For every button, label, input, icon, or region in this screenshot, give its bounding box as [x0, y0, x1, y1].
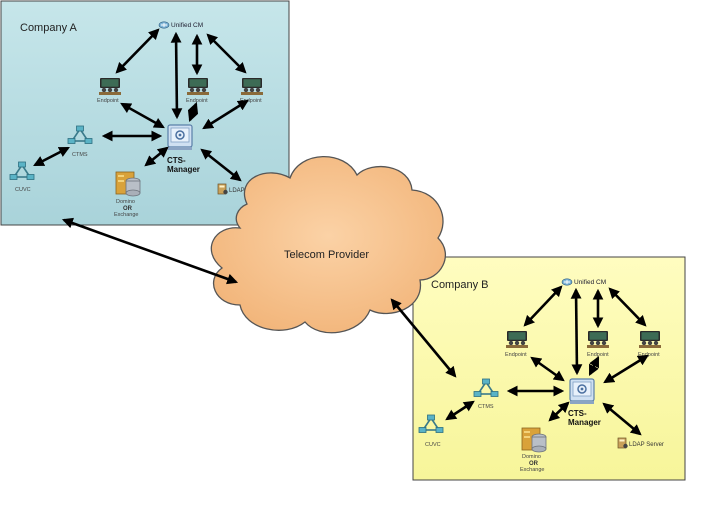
arrow-b-ucm-endpoint3 — [608, 287, 647, 327]
company-b-or-label: OR — [529, 461, 539, 467]
company-a-endpoint-1-icon — [99, 78, 121, 95]
company-b-endpoint-2-icon — [587, 331, 609, 348]
company-a-unified-cm-icon — [158, 21, 170, 29]
company-b-ctms-label: CTMS — [478, 404, 494, 410]
arrow-cloud-to-company-b — [390, 298, 457, 378]
company-a-endpoint-2-icon — [187, 78, 209, 95]
company-b-cuvc-label: CUVC — [425, 442, 441, 448]
company-b-cts-manager-line2: Manager — [568, 418, 601, 427]
company-b-title: Company B — [431, 279, 488, 291]
company-a-unified-cm-label: Unified CM — [171, 22, 203, 29]
company-a-ctms-label: CTMS — [72, 152, 88, 158]
company-b-unified-cm-icon — [561, 278, 573, 286]
company-a-endpoint-1-label: Endpoint — [97, 98, 119, 104]
company-b-endpoint-3-icon — [639, 331, 661, 348]
company-a-exchange-label: Exchange — [114, 212, 138, 218]
company-b-endpoint-2-label: Endpoint — [587, 352, 609, 358]
arrow-company-a-to-cloud — [61, 217, 239, 285]
arrow-a-ucm-endpoint3 — [206, 33, 247, 74]
arrow-a-cuvc-ctms — [33, 146, 70, 167]
company-b-unified-cm-label: Unified CM — [574, 279, 606, 286]
company-a-cts-manager-line1: CTS- — [167, 156, 186, 165]
arrow-b-cuvc-ctms — [445, 400, 475, 421]
arrow-b-ucm-endpoint1 — [523, 285, 563, 327]
company-a-cts-manager-line2: Manager — [167, 165, 200, 174]
company-a-cuvc-label: CUVC — [15, 187, 31, 193]
arrow-a-domino-ctsmanager — [144, 146, 169, 167]
company-a-domino-label: Domino — [116, 199, 135, 205]
company-a-endpoint-3-icon — [241, 78, 263, 95]
company-a-cts-manager-icon — [167, 124, 193, 151]
company-b-ldap-label: LDAP Server — [629, 442, 664, 448]
company-b-cts-manager-line1: CTS- — [568, 409, 587, 418]
arrow-a-ctsmanager-ldap — [200, 148, 242, 182]
company-a-endpoint-3-label: Endpoint — [240, 98, 262, 104]
arrow-a-endpoint2-ctsmanager — [187, 101, 199, 123]
company-a-or-label: OR — [123, 206, 133, 212]
company-a-title: Company A — [20, 22, 78, 34]
company-b-cts-manager-icon — [569, 378, 595, 405]
arrow-b-domino-ctsmanager — [548, 401, 570, 422]
company-b-exchange-label: Exchange — [520, 467, 544, 473]
arrow-b-ucm-ctsmanager — [570, 287, 583, 376]
arrow-b-endpoint3-ctsmanager — [603, 354, 649, 384]
company-a-group: Company A Unified CM Endpoint Endpoint E… — [0, 0, 290, 226]
arrow-a-endpoint3-ctsmanager — [202, 99, 249, 130]
company-a-ldap-icon — [217, 183, 229, 195]
company-b-group: Unified CM Endpoint Endpoint Endpoint CT… — [412, 256, 686, 481]
company-b-endpoint-1-label: Endpoint — [505, 352, 527, 358]
arrow-a-ucm-endpoint1 — [115, 28, 160, 74]
company-a-arrows — [33, 28, 249, 182]
arrow-b-endpoint2-ctsmanager — [588, 356, 600, 376]
arrow-b-endpoint1-ctsmanager — [530, 356, 565, 382]
company-b-arrows — [445, 285, 649, 436]
company-b-endpoint-1-icon — [506, 331, 528, 348]
company-b-endpoint-3-label: Endpoint — [638, 352, 660, 358]
arrow-b-ctsmanager-ldap — [602, 402, 642, 436]
company-b-domino-label: Domino — [522, 454, 541, 460]
cloud-label: Telecom Provider — [284, 249, 369, 261]
arrow-a-endpoint1-ctsmanager — [120, 102, 165, 129]
arrow-a-ucm-ctsmanager — [170, 31, 183, 120]
company-a-endpoint-2-label: Endpoint — [186, 98, 208, 104]
company-b-ldap-icon — [617, 437, 629, 449]
